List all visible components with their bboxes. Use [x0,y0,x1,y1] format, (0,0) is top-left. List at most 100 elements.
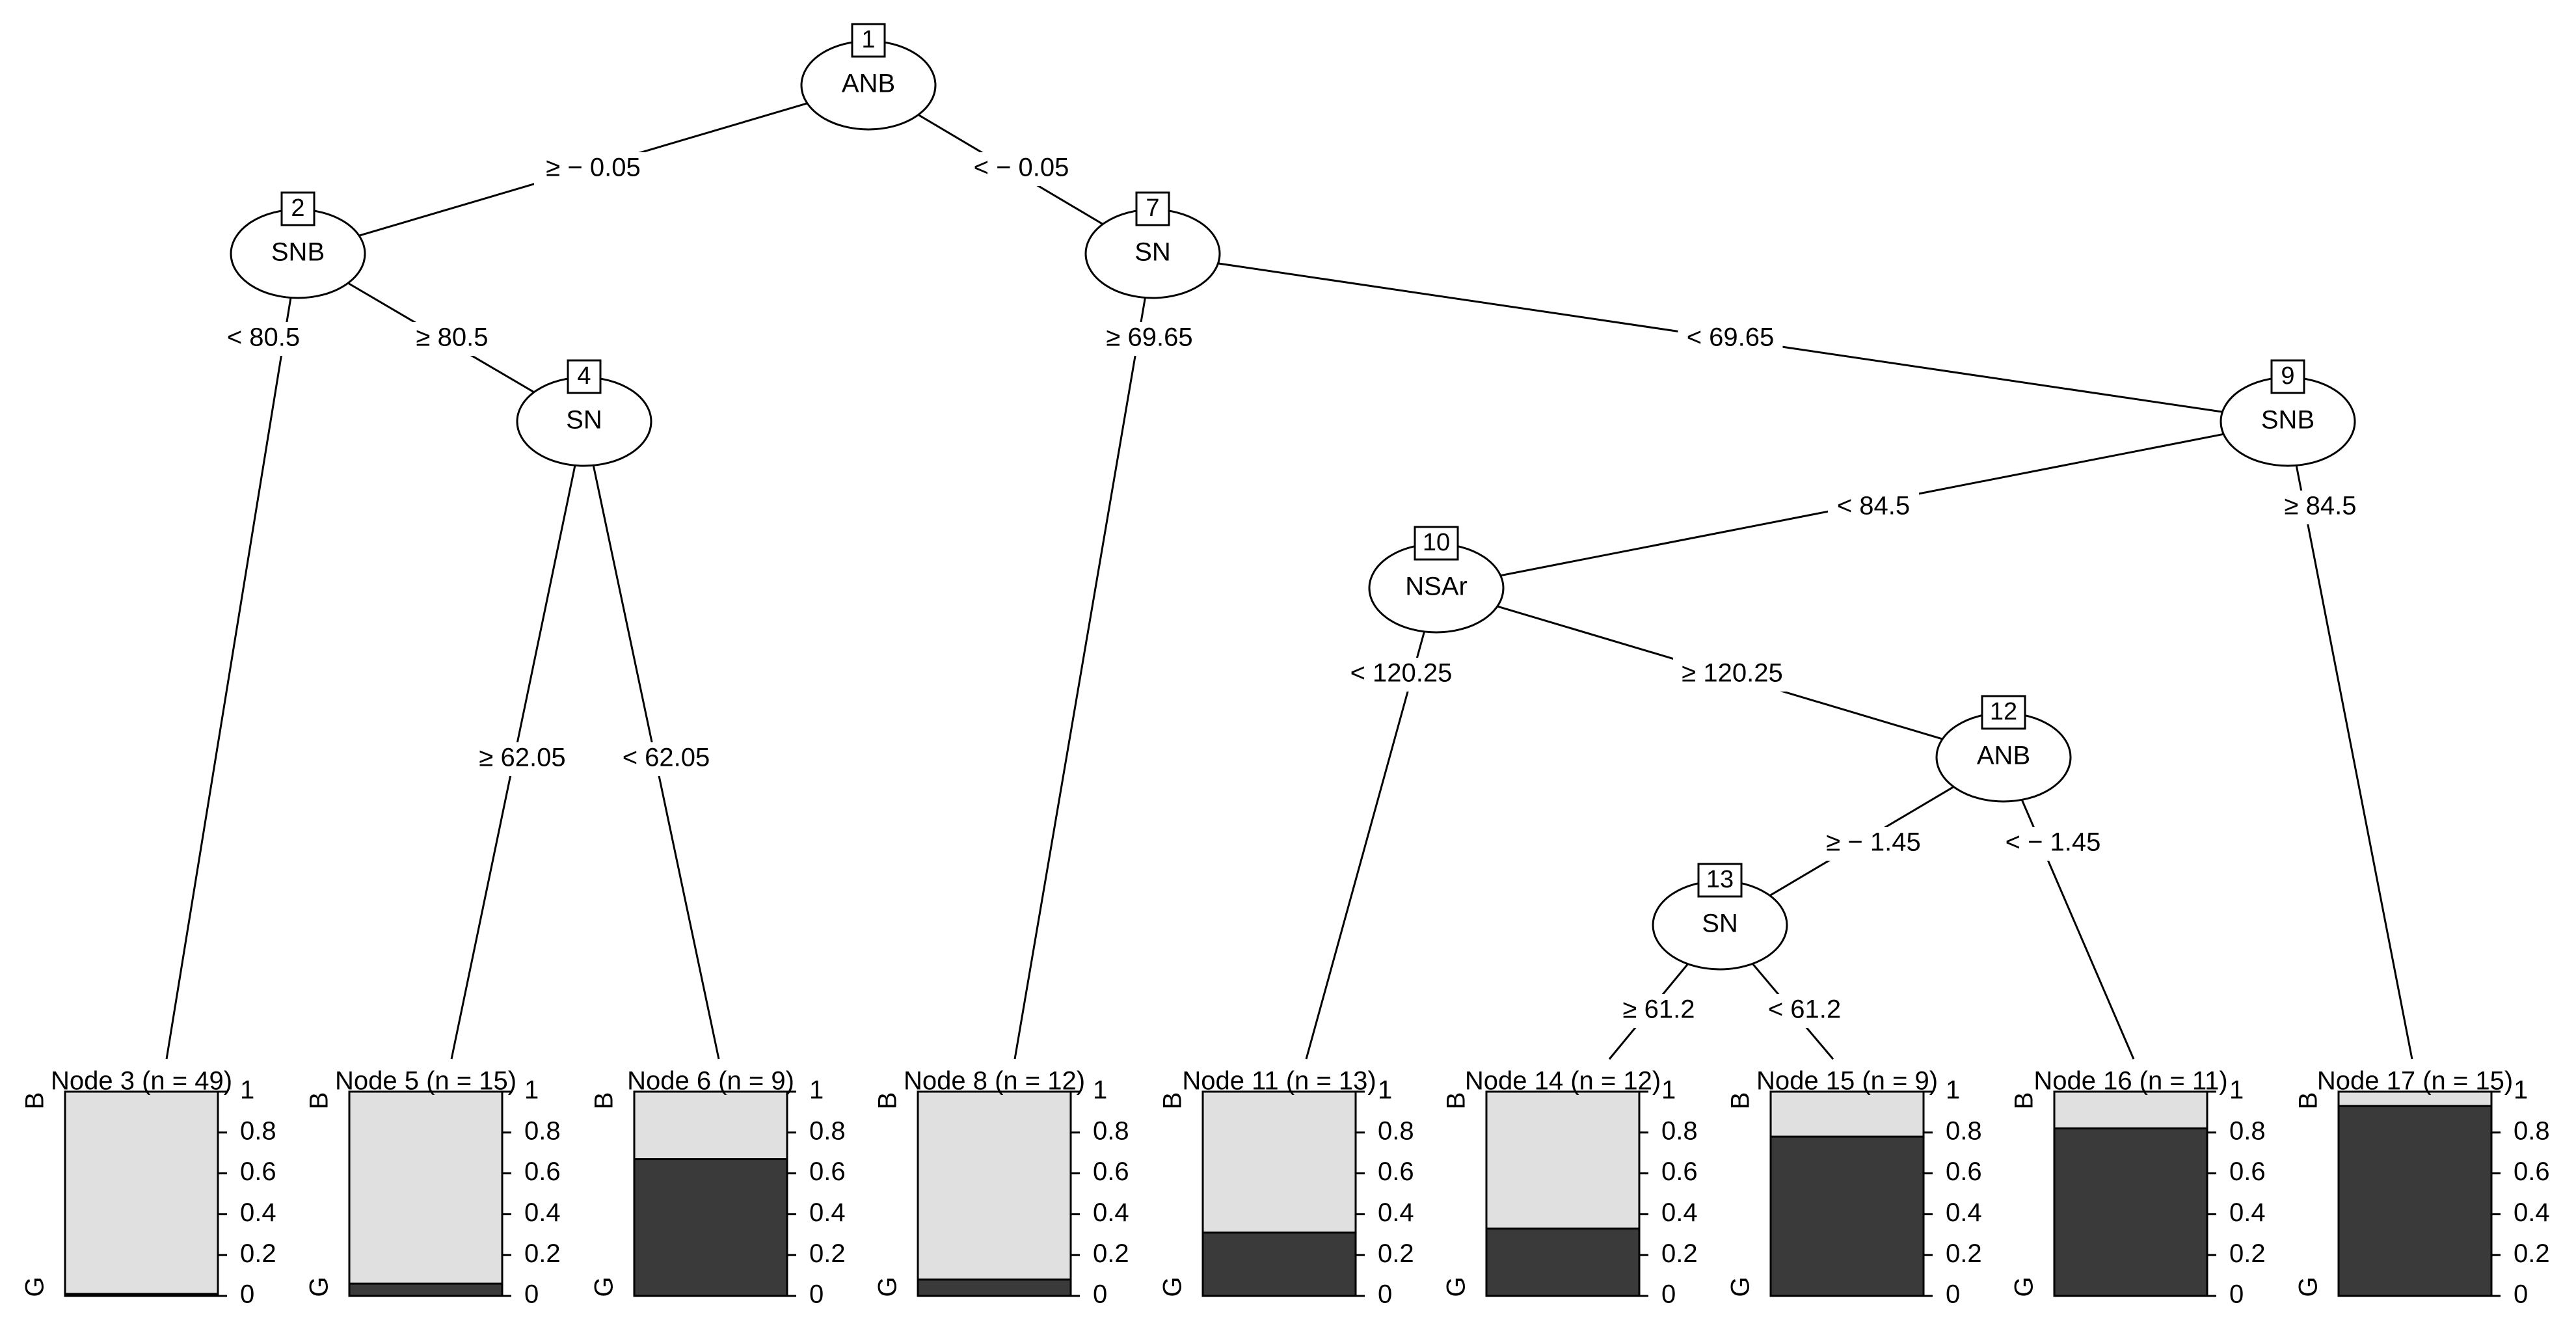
edge-label-13-15: < 61.2 [1768,995,1841,1024]
axis-tick-label: 0.4 [1946,1198,1982,1227]
class-label-B: B [1726,1092,1755,1110]
axis-tick-label: 0.6 [809,1157,846,1186]
edge-label-12-13: ≥ − 1.45 [1826,828,1920,857]
axis-tick-label: 1 [1378,1076,1392,1105]
axis-tick-label: 0 [240,1280,254,1309]
node-id-box [1135,191,1170,226]
edge-label-4-5: ≥ 62.05 [479,744,565,772]
axis-tick-label: 0 [524,1280,539,1309]
split-variable-label: ANB [1977,742,2030,770]
edge-label-bg [613,742,719,776]
split-variable-label: ANB [842,70,895,98]
leaf-plot-frame [348,1090,503,1297]
leaf-plot-frame [1769,1090,1925,1297]
edge-label-bg [1828,491,1919,524]
axis-tick-label: 0.2 [524,1239,561,1268]
class-label-B: B [21,1092,49,1110]
leaf-title-5: Node 5 (n = 15) [335,1067,517,1096]
axis-tick-label: 0.6 [1946,1157,1982,1186]
edge-label-1-7: < − 0.05 [974,154,1069,182]
leaf-plot-frame [64,1090,219,1297]
class-label-B: B [590,1092,619,1110]
class-label-G: G [1442,1276,1471,1297]
axis-tick-label: 0.6 [524,1157,561,1186]
class-label-G: G [2010,1276,2039,1297]
bar-B-5 [349,1092,502,1296]
edge-label-bg [1613,994,1704,1028]
edge-line-9-17 [2287,421,2413,1060]
split-variable-label: SN [566,406,602,435]
axis-tick-label: 0.6 [1661,1157,1698,1186]
axis-tick-label: 0.6 [1093,1157,1129,1186]
class-label-B: B [2294,1092,2323,1110]
node-id-label: 7 [1146,195,1159,222]
leaf-title-3: Node 3 (n = 49) [51,1067,232,1096]
edge-line-4-5 [450,421,585,1060]
edge-label-9-17: ≥ 84.5 [2285,492,2357,520]
axis-tick-label: 0.2 [1093,1239,1129,1268]
edge-label-7-8: ≥ 69.65 [1106,323,1192,352]
leaf-title-6: Node 6 (n = 9) [627,1067,794,1096]
axis-tick-label: 0.6 [2514,1157,2550,1186]
bar-G-16 [2054,1128,2207,1296]
axis-tick-label: 0.8 [240,1116,276,1145]
axis-tick-label: 0 [809,1280,824,1309]
edge-label-bg [1994,827,2112,861]
leaf-plot-frame [2053,1090,2208,1297]
node-id-label: 1 [861,26,875,53]
edge-label-10-11: < 120.25 [1350,659,1453,688]
axis-tick-label: 0 [2229,1280,2244,1309]
class-label-G: G [1726,1276,1755,1297]
axis-tick-label: 0.2 [809,1239,846,1268]
axis-tick-label: 1 [240,1076,254,1105]
axis-tick-label: 0.8 [1093,1116,1129,1145]
axis-tick-label: 1 [1946,1076,1960,1105]
axis-tick-label: 0.4 [809,1198,846,1227]
edge-line-7-8 [1013,253,1154,1060]
node-id-box [851,23,886,58]
bar-G-5 [349,1284,502,1296]
node-id-label: 10 [1423,529,1450,556]
node-id-box [1414,526,1459,561]
edge-label-bg [218,322,309,356]
node-id-label: 4 [577,362,591,390]
edge-label-bg [1814,827,1933,861]
node-id-label: 12 [1990,698,2017,725]
leaf-plot-frame [1485,1090,1641,1297]
leaf-title-17: Node 17 (n = 15) [2317,1067,2513,1096]
edge-label-bg [1342,658,1460,692]
axis-tick-label: 1 [1093,1076,1107,1105]
axis-tick-label: 0.8 [1946,1116,1982,1145]
axis-tick-label: 0.8 [2229,1116,2266,1145]
axis-tick-label: 0.2 [2514,1239,2550,1268]
edge-label-bg [407,322,498,356]
axis-tick-label: 0.8 [524,1116,561,1145]
edge-label-9-10: < 84.5 [1837,492,1910,520]
class-label-G: G [874,1276,902,1297]
edge-label-7-9: < 69.65 [1687,323,1775,352]
axis-tick-label: 0.4 [1661,1198,1698,1227]
edge-label-bg [1678,322,1783,356]
leaf-plot-frame [917,1090,1072,1297]
axis-tick-label: 0.2 [240,1239,276,1268]
split-variable-label: SNB [2261,406,2314,435]
edge-label-12-16: < − 1.45 [2006,828,2101,857]
edge-label-bg [470,742,575,776]
axis-tick-label: 0.2 [1378,1239,1414,1268]
axis-tick-label: 0.4 [1378,1198,1414,1227]
node-id-box [567,359,602,394]
bar-G-17 [2339,1105,2491,1296]
bar-G-6 [634,1159,787,1296]
bar-G-11 [1203,1232,1356,1296]
leaf-title-16: Node 16 (n = 11) [2033,1067,2227,1096]
axis-tick-label: 0.4 [2229,1198,2266,1227]
edge-line-4-6 [583,421,720,1060]
node-id-label: 9 [2281,362,2294,390]
axis-tick-label: 0.4 [1093,1198,1129,1227]
class-label-B: B [874,1092,902,1110]
class-label-B: B [1159,1092,1187,1110]
split-variable-label: SNB [271,238,325,267]
bar-G-8 [918,1279,1071,1296]
leaf-title-14: Node 14 (n = 12) [1465,1067,1661,1096]
